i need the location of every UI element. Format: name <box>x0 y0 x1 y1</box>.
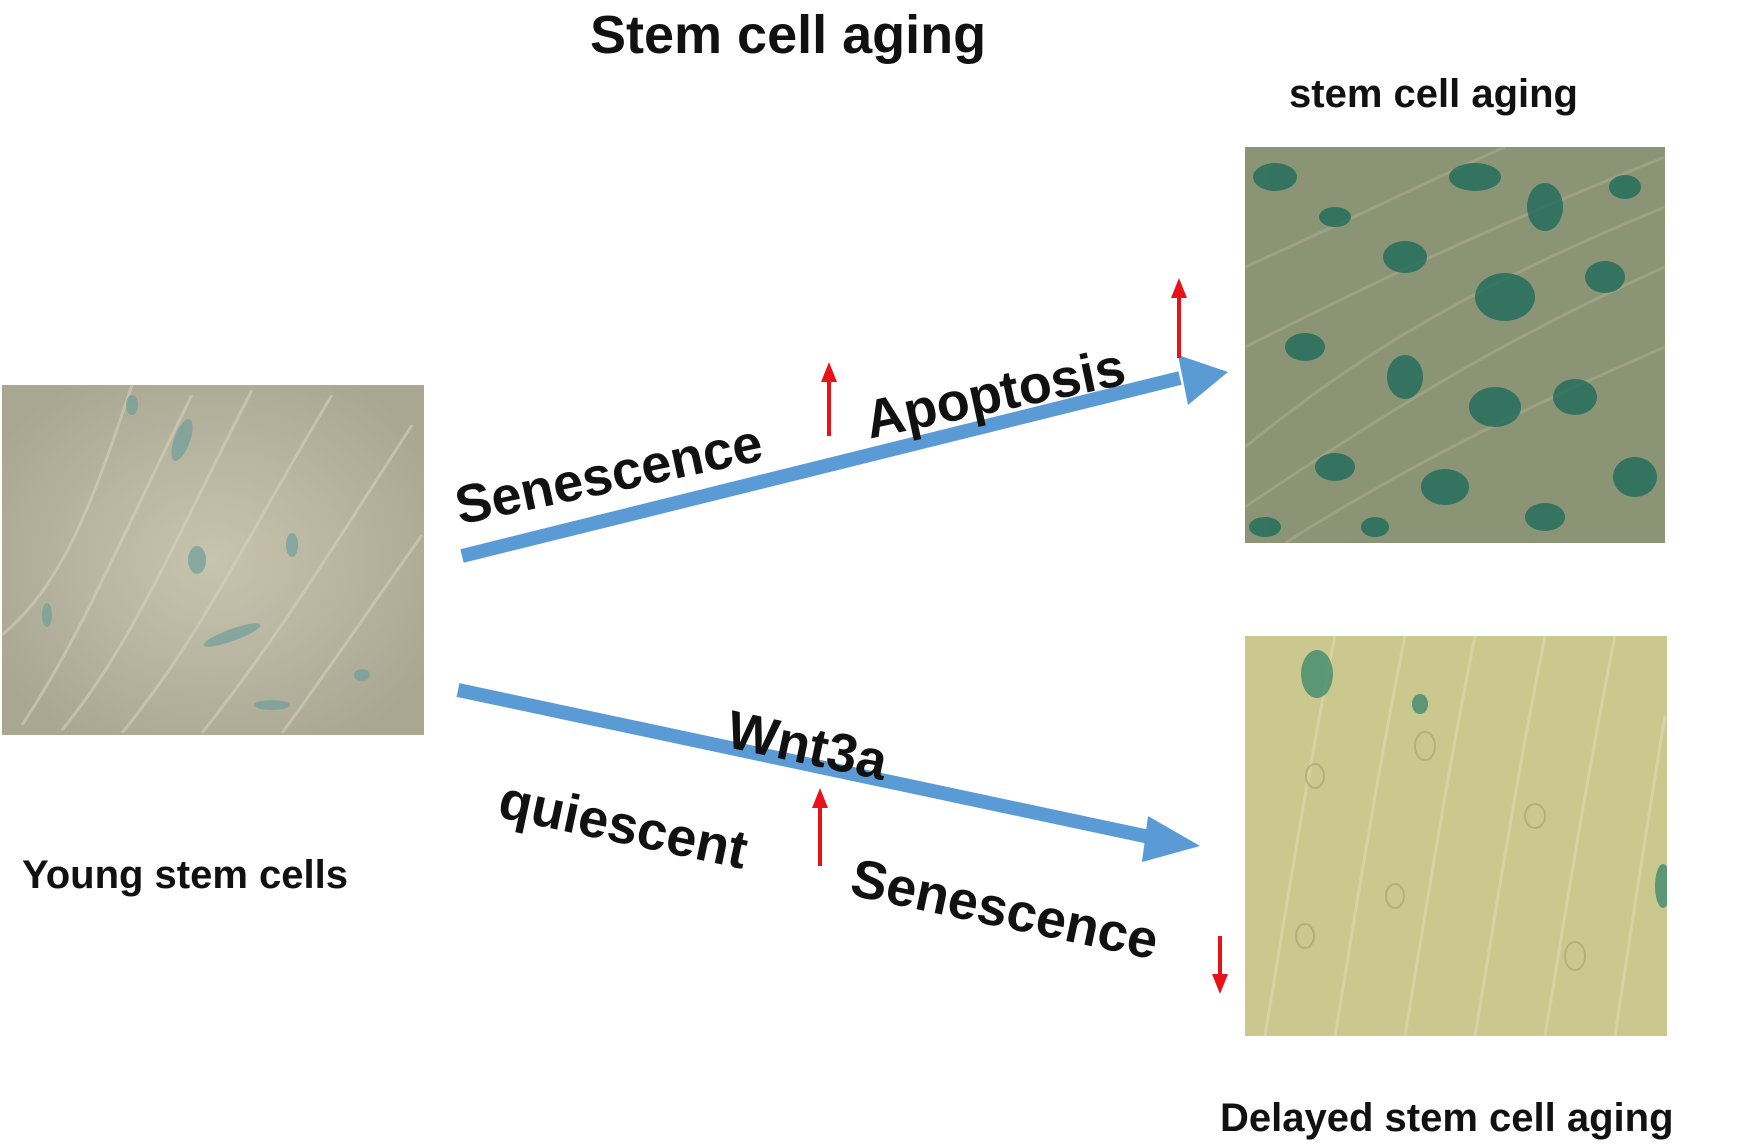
young-cells-texture <box>2 385 424 735</box>
red-up-arrow-icon <box>821 362 837 436</box>
delayed-cells-texture <box>1245 636 1667 1036</box>
diagram-title: Stem cell aging <box>590 5 987 65</box>
aged-cells-caption: stem cell aging <box>1289 72 1578 116</box>
delayed-aging-caption: Delayed stem cell aging <box>1220 1096 1674 1140</box>
red-down-arrow-icon <box>1212 936 1228 994</box>
young-cells-caption: Young stem cells <box>22 853 349 897</box>
young-cells-micrograph <box>2 385 424 735</box>
delayed-aging-micrograph <box>1245 636 1667 1036</box>
aged-cells-micrograph <box>1245 147 1665 543</box>
red-up-arrow-icon <box>1171 278 1187 358</box>
lower-pathway-arrow-icon <box>456 683 1200 862</box>
red-up-arrow-icon <box>812 788 828 866</box>
upper-pathway-arrow-icon <box>460 355 1228 563</box>
aged-cells-texture <box>1245 147 1665 543</box>
